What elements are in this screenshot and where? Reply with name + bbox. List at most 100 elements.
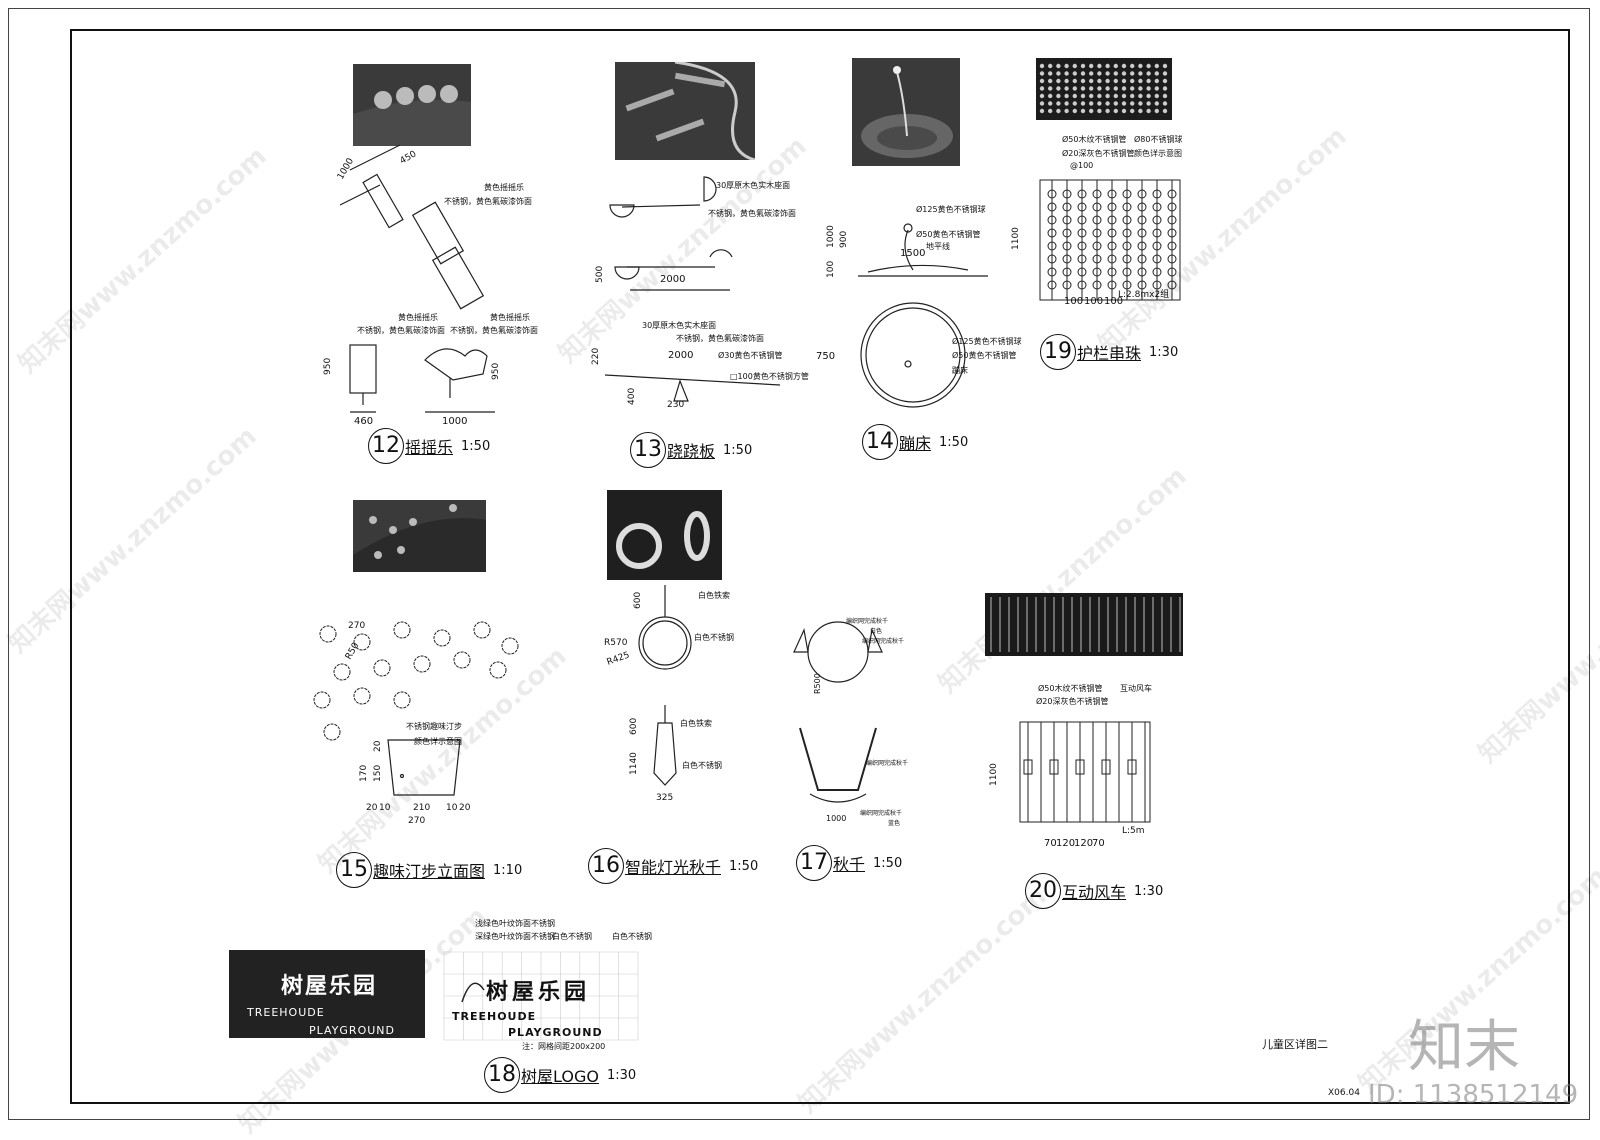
dim: 100 — [1064, 296, 1084, 307]
bead — [1122, 215, 1132, 225]
bead — [1105, 78, 1110, 84]
bead — [1064, 101, 1069, 106]
stepping-stone — [393, 621, 411, 639]
bead — [1122, 228, 1132, 238]
bead — [1137, 241, 1147, 251]
bead — [1092, 215, 1102, 225]
logo-drawing-english1: TREEHOUDE — [452, 1010, 537, 1023]
dim: 950 — [491, 363, 501, 380]
dim: 2000 — [660, 274, 685, 285]
detail-name: 蹦床 — [899, 434, 932, 453]
bead — [1130, 93, 1135, 99]
bead — [1105, 86, 1110, 91]
dim: 20 — [459, 803, 471, 813]
bead — [1092, 267, 1102, 277]
bead — [1047, 280, 1057, 290]
bead — [1077, 254, 1087, 264]
dim: 900 — [839, 231, 849, 248]
bead — [1121, 78, 1127, 84]
bead — [1056, 86, 1061, 91]
bead — [1072, 71, 1077, 76]
bead — [1152, 215, 1162, 225]
bead — [1152, 202, 1162, 212]
bead — [1080, 78, 1086, 84]
detail-name: 跷跷板 — [667, 442, 716, 461]
drawing-swing: R500 1000 — [793, 621, 883, 823]
bead — [1154, 78, 1159, 84]
detail-scale: 1:30 — [606, 1067, 637, 1083]
dim: L:5m — [1122, 826, 1145, 836]
bead — [1138, 101, 1143, 106]
bead — [1080, 93, 1086, 99]
bead — [1130, 78, 1135, 84]
detail-scale: 1:50 — [939, 434, 969, 450]
bead — [1077, 228, 1087, 238]
bead — [1137, 228, 1147, 238]
dim: R50 — [344, 641, 362, 662]
bead — [1089, 86, 1094, 91]
bead — [1062, 267, 1072, 277]
bead — [1152, 241, 1162, 251]
bead — [1097, 78, 1102, 84]
bead — [1062, 202, 1072, 212]
sheet-outer-frame — [8, 8, 1590, 1120]
dim: 450 — [399, 149, 419, 166]
dim: 270 — [408, 816, 425, 826]
note: 不锈钢，黄色氟碳漆饰面 — [708, 209, 796, 218]
bead — [1138, 86, 1143, 91]
bead — [1154, 71, 1159, 76]
bead — [1122, 280, 1132, 290]
dim: 1100 — [1011, 227, 1021, 250]
windmill — [1049, 759, 1059, 775]
detail-scale: 1:10 — [493, 862, 523, 878]
bead — [1130, 86, 1135, 91]
detail-scale: 1:50 — [729, 858, 759, 874]
dim: 210 — [413, 803, 430, 813]
bead — [1105, 63, 1110, 69]
bead — [1092, 189, 1102, 199]
bead — [1056, 63, 1061, 69]
dim: 600 — [629, 718, 639, 735]
bead — [1072, 101, 1077, 106]
bead — [1130, 63, 1135, 69]
dim: 100 — [826, 261, 836, 278]
bead — [1162, 101, 1168, 106]
dim: 10 — [379, 803, 391, 813]
bead — [1122, 267, 1132, 277]
stepping-stone — [353, 633, 371, 651]
drawing-trampoline: 1000 900 100 1500 750 — [816, 223, 988, 408]
bead — [1162, 71, 1168, 76]
detail-name: 护栏串珠 — [1077, 344, 1142, 363]
dim: 950 — [323, 358, 333, 375]
bead — [1130, 108, 1135, 114]
note: 不锈钢，黄色氟碳漆饰面 — [444, 197, 532, 206]
bead — [1064, 78, 1069, 84]
stepping-stone — [501, 637, 519, 655]
note: 蓝色 — [888, 820, 901, 827]
bead — [1167, 267, 1177, 277]
bead — [1072, 93, 1077, 99]
note: Ø20深灰色不锈钢管 — [1036, 697, 1109, 706]
bead — [1146, 93, 1151, 99]
bead — [1167, 280, 1177, 290]
bead — [1146, 108, 1151, 114]
logo-english-line1: TREEHOUDE — [247, 1006, 325, 1019]
bead — [1138, 108, 1143, 114]
bead — [1039, 78, 1045, 84]
bead — [1092, 202, 1102, 212]
note: 编织网完成秋千 — [860, 810, 903, 817]
bead — [1062, 254, 1072, 264]
bead — [1077, 202, 1087, 212]
bead — [1089, 63, 1094, 69]
bead — [1113, 78, 1118, 84]
detail-name: 秋千 — [833, 855, 866, 874]
dim: 2000 — [668, 350, 693, 361]
stepping-stone — [453, 651, 471, 669]
bead — [1121, 101, 1127, 106]
bead — [1107, 189, 1117, 199]
bead — [1121, 71, 1127, 76]
bead — [1121, 93, 1127, 99]
